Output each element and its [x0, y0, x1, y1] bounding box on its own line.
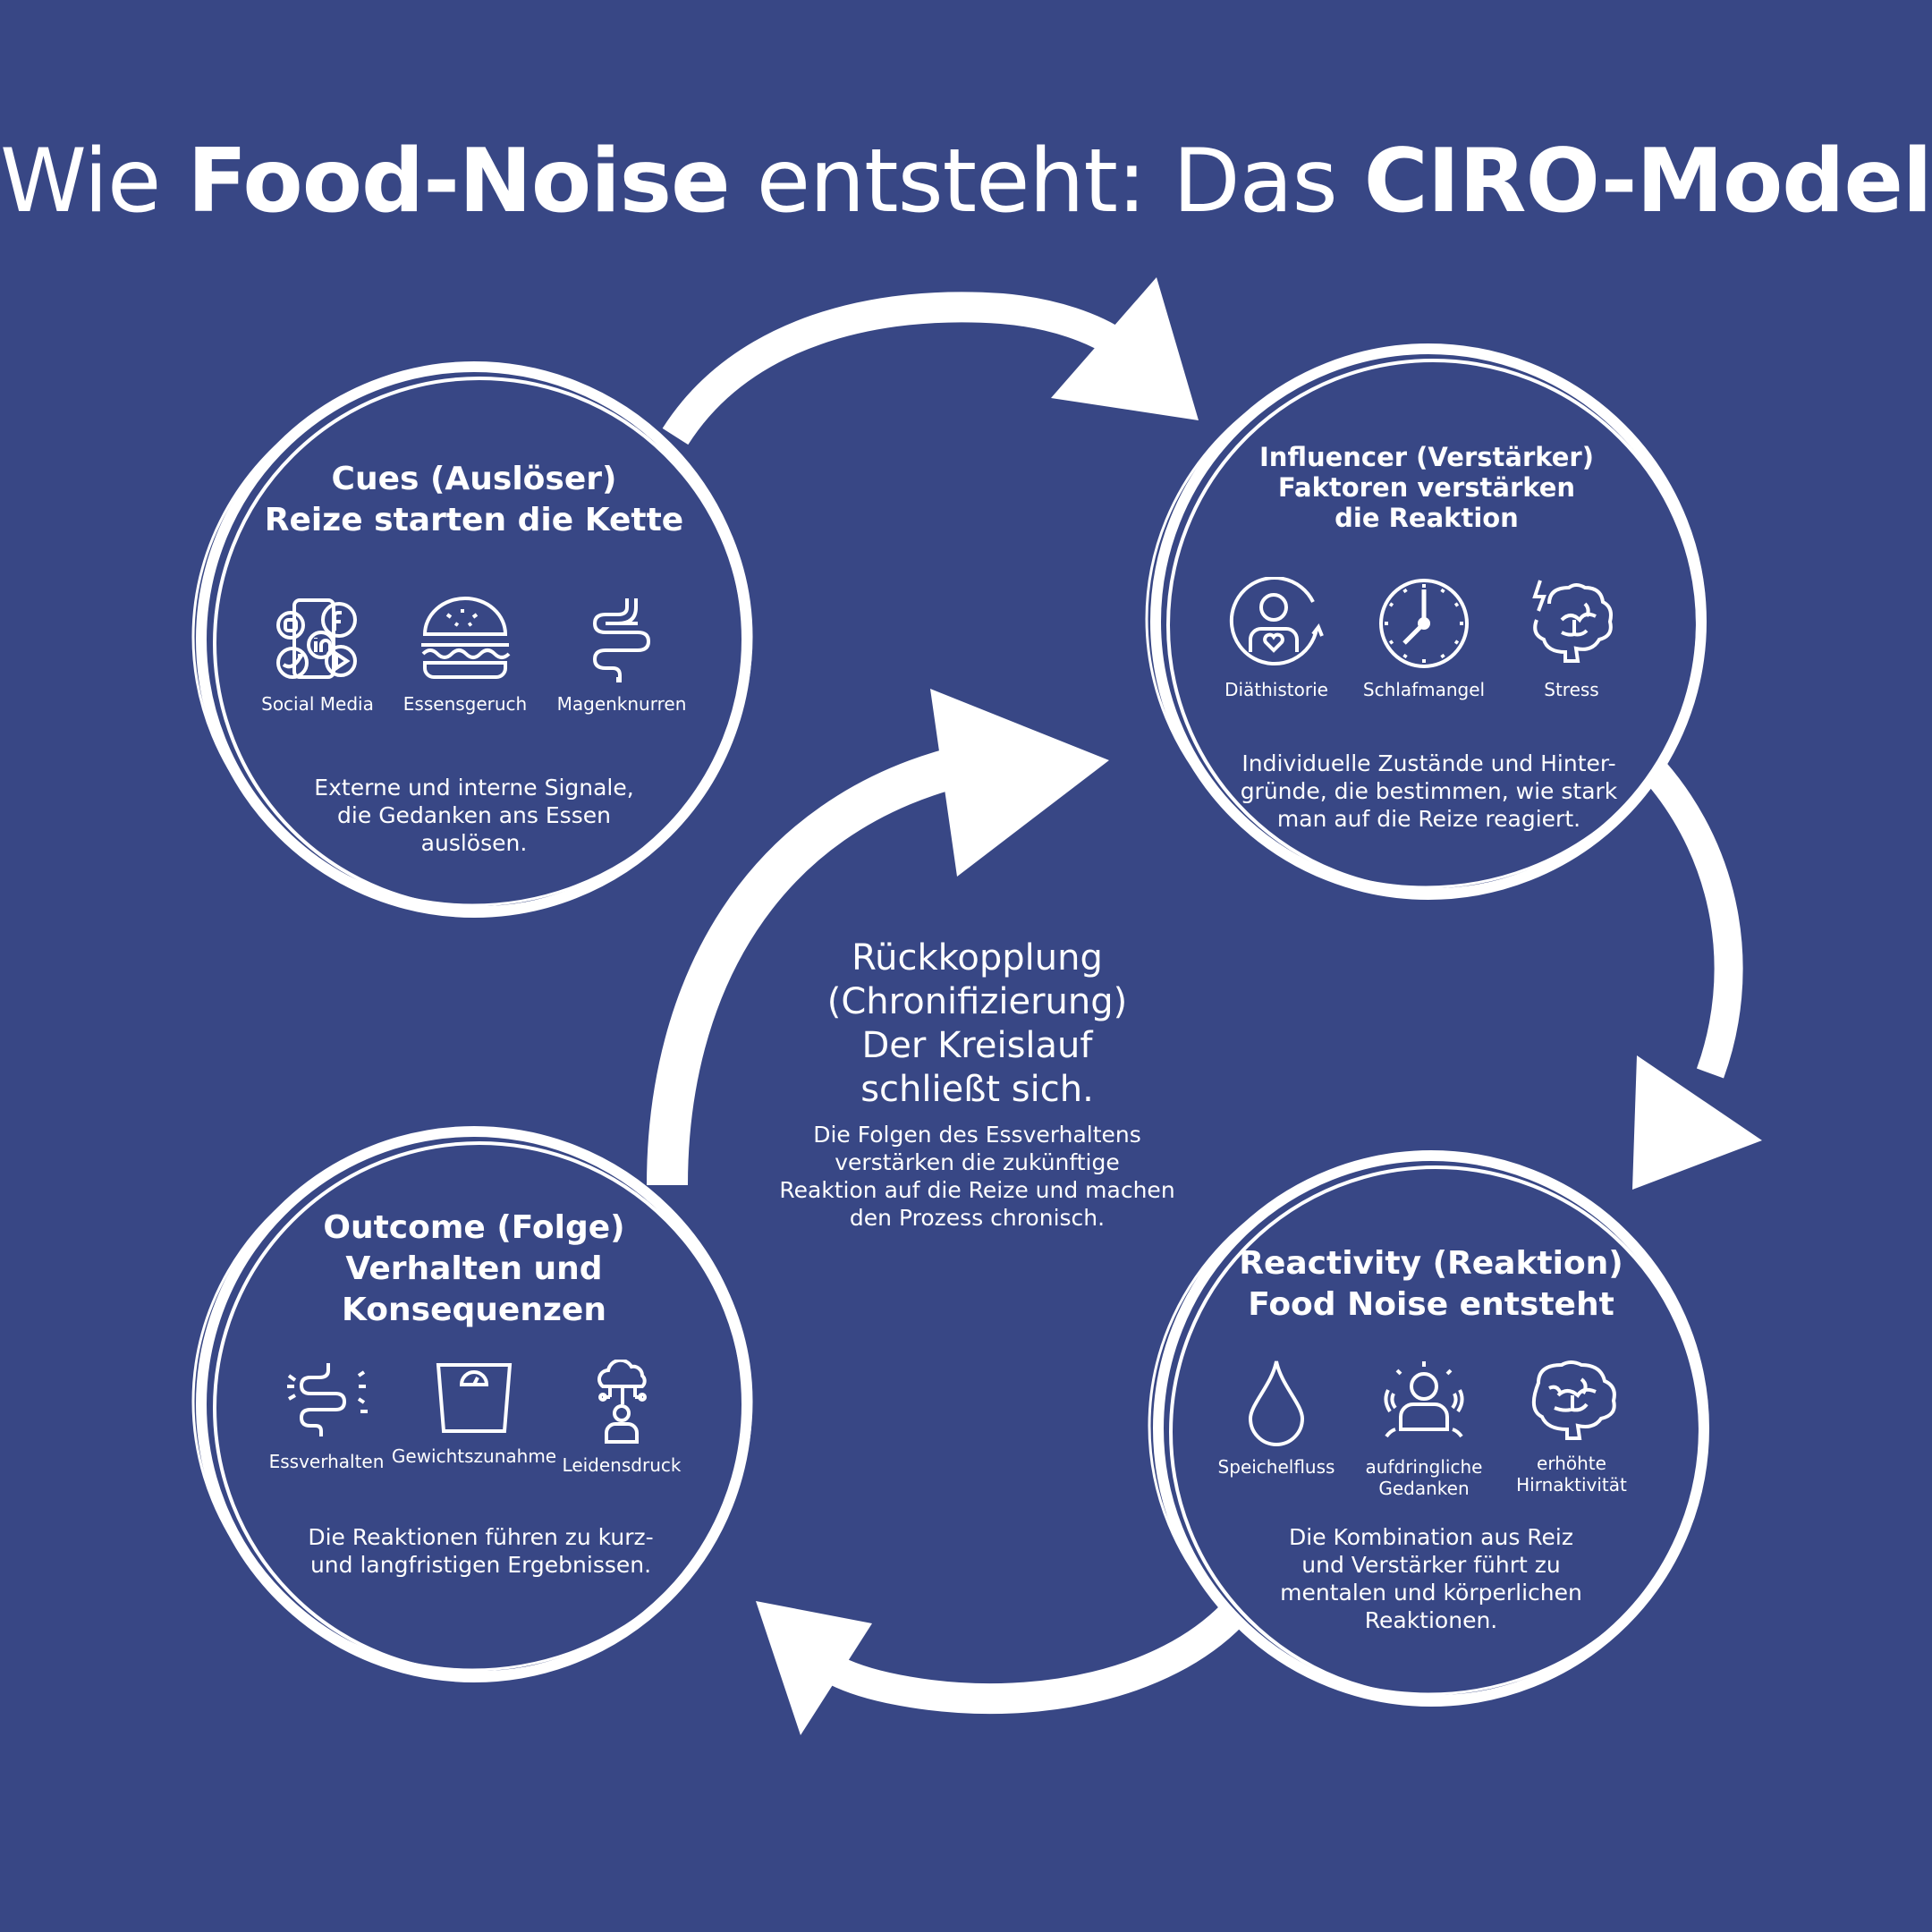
- person-heart-icon: [1229, 577, 1324, 665]
- title-part-2: Food-Noise: [187, 130, 730, 233]
- icon-label: Leidensdruck: [562, 1454, 682, 1476]
- feedback-title: Rückkopplung (Chronifizierung) Der Kreis…: [826, 937, 1128, 1110]
- scale-icon: [436, 1363, 513, 1433]
- person-thoughts-icon: [1384, 1361, 1464, 1438]
- outcome-icon-1: Essverhalten: [259, 1360, 394, 1476]
- reactivity-icon-3: erhöhte Hirnaktivität: [1504, 1358, 1639, 1499]
- outcome-circle: [191, 1126, 753, 1682]
- outcome-icon-2: Gewichtszunahme: [391, 1360, 557, 1476]
- clock-icon: [1379, 579, 1469, 668]
- cues-title: Cues (Auslöser) Reize starten die Kette: [264, 461, 684, 538]
- reactivity-title: Reactivity (Reaktion) Food Noise entsteh…: [1239, 1245, 1623, 1323]
- cues-icon-2: Essensgeruch: [403, 595, 527, 715]
- intestine-icon: [592, 598, 651, 682]
- icon-label: Gewichtszunahme: [391, 1445, 557, 1467]
- reactivity-icon-2: aufdringliche Gedanken: [1357, 1358, 1491, 1499]
- burger-icon: [421, 597, 511, 679]
- arrow-influencer-to-reactivity: [1643, 761, 1743, 1079]
- arrow-reactivity-to-outcome: [829, 1603, 1244, 1715]
- influencer-title: Influencer (Verstärker) Faktoren verstär…: [1259, 442, 1594, 533]
- influencer-icon-2: Schlafmangel: [1357, 577, 1491, 700]
- outcome-stage: Outcome (Folge) Verhalten und Konsequenz…: [246, 1208, 702, 1331]
- cues-description-block: Externe und interne Signale, die Gedanke…: [268, 774, 680, 857]
- reactivity-stage: Reactivity (Reaktion) Food Noise entsteh…: [1190, 1243, 1673, 1326]
- cues-icon-row: Social Media Essensgeruch Magenknurren: [259, 595, 689, 715]
- cues-icon-3: Magenknurren: [555, 595, 689, 715]
- brain-lightning-icon: [1532, 580, 1613, 663]
- arrow-cues-to-influencer: [662, 292, 1127, 445]
- outcome-title: Outcome (Folge) Verhalten und Konsequenz…: [323, 1209, 625, 1328]
- outcome-description-block: Die Reaktionen führen zu kurz- und langf…: [268, 1523, 693, 1579]
- intestine-rays-icon: [287, 1363, 368, 1436]
- icon-label: aufdringliche Gedanken: [1365, 1456, 1483, 1499]
- reactivity-circle: [1148, 1150, 1709, 1707]
- arrowhead-right: [1632, 1055, 1762, 1190]
- arrowhead-feedback: [930, 689, 1109, 877]
- icon-label: erhöhte Hirnaktivität: [1516, 1453, 1627, 1496]
- cues-icon-1: Social Media: [259, 595, 376, 715]
- arrowhead-top: [1051, 277, 1199, 420]
- title-part-1: Wie: [0, 130, 188, 233]
- icon-label: Schlafmangel: [1362, 679, 1486, 700]
- arrowhead-bottom: [756, 1601, 872, 1735]
- influencer-description: Individuelle Zustände und Hinter- gründe…: [1240, 750, 1618, 832]
- title-part-4: CIRO-Modell: [1363, 130, 1932, 233]
- arrow-feedback-loop: [647, 744, 971, 1186]
- reactivity-icon-1: Speichelfluss: [1209, 1358, 1343, 1499]
- page-title: Wie Food-Noise entsteht: Das CIRO-Modell: [0, 132, 1932, 231]
- brain-icon: [1531, 1360, 1616, 1440]
- feedback-description: Die Folgen des Essverhaltens verstärken …: [779, 1122, 1175, 1231]
- icon-label: Social Media: [261, 693, 374, 715]
- influencer-description-block: Individuelle Zustände und Hinter- gründe…: [1216, 750, 1641, 833]
- reactivity-description: Die Kombination aus Reiz und Verstärker …: [1280, 1524, 1582, 1633]
- icon-label: Magenknurren: [556, 693, 687, 715]
- influencer-icon-3: Stress: [1504, 577, 1639, 700]
- cues-stage: Cues (Auslöser) Reize starten die Kette: [242, 459, 707, 541]
- icon-label: Stress: [1544, 679, 1599, 700]
- outcome-icon-row: Essverhalten Gewichtszunahme Leidensdruc…: [259, 1360, 689, 1476]
- outcome-icon-3: Leidensdruck: [555, 1360, 689, 1476]
- cues-description: Externe und interne Signale, die Gedanke…: [314, 775, 634, 856]
- outcome-description: Die Reaktionen führen zu kurz- und langf…: [308, 1524, 654, 1578]
- influencer-stage: Influencer (Verstärker) Faktoren verstär…: [1190, 442, 1664, 533]
- drop-icon: [1248, 1360, 1305, 1446]
- person-cloud-icon: [597, 1360, 647, 1444]
- icon-label: Speichelfluss: [1217, 1456, 1335, 1478]
- feedback-block: Rückkopplung (Chronifizierung) Der Kreis…: [733, 936, 1221, 1232]
- icon-label: Essverhalten: [268, 1451, 385, 1472]
- icon-label: Diäthistorie: [1224, 679, 1328, 700]
- influencer-icon-1: Diäthistorie: [1209, 577, 1343, 700]
- reactivity-description-block: Die Kombination aus Reiz und Verstärker …: [1216, 1523, 1646, 1634]
- reactivity-icon-row: Speichelfluss aufdringliche Gedanken erh…: [1209, 1358, 1639, 1499]
- influencer-icon-row: Diäthistorie Schlafmangel Stress: [1209, 577, 1639, 700]
- icon-label: Essensgeruch: [402, 693, 528, 715]
- influencer-circle: [1145, 343, 1707, 900]
- title-part-3: entsteht: Das: [729, 130, 1364, 233]
- cues-circle: [191, 361, 753, 918]
- social-media-icon: [276, 598, 357, 679]
